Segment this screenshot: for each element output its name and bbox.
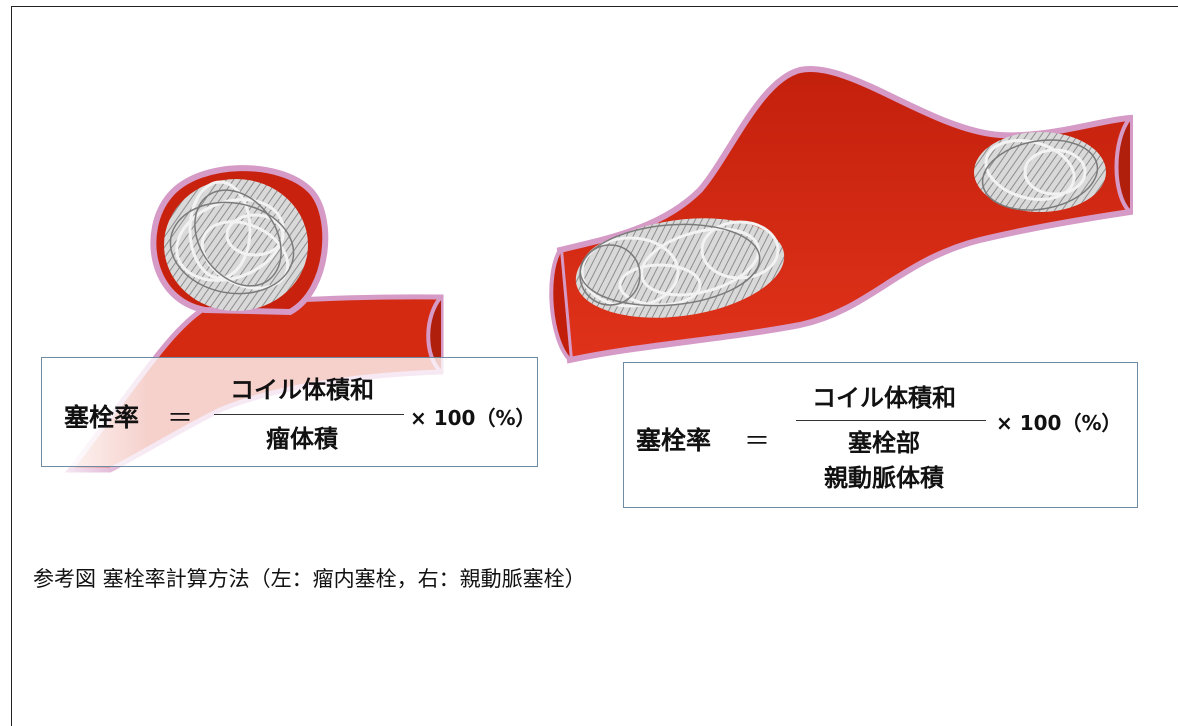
right-formula-equals: ＝ [744, 427, 771, 457]
left-formula-box: 塞栓率 ＝ コイル体積和 瘤体積 × 100（%） [41, 357, 538, 467]
left-formula-fraction-bar [214, 414, 404, 415]
figure-frame [11, 6, 1178, 726]
left-formula-multiplier: × 100（%） [410, 406, 536, 430]
illustration [40, 66, 1133, 480]
right-formula-denominator-line1: 塞栓部 [848, 429, 920, 457]
left-formula-lhs: 塞栓率 [64, 403, 140, 432]
left-formula-numerator: コイル体積和 [230, 376, 374, 404]
right-formula-lhs: 塞栓率 [636, 426, 712, 455]
right-formula-box: 塞栓率 ＝ コイル体積和 塞栓部 親動脈体積 × 100（%） [623, 362, 1138, 508]
right-formula-numerator: コイル体積和 [812, 384, 956, 412]
right-parent-artery-illustration [549, 66, 1133, 364]
right-formula-multiplier: × 100（%） [996, 411, 1122, 435]
figure-caption: 参考図 塞栓率計算方法（左：瘤内塞栓，右：親動脈塞栓） [33, 567, 586, 591]
right-formula-fraction-bar [796, 420, 986, 421]
left-formula-denominator: 瘤体積 [266, 425, 338, 453]
right-formula-denominator-line2: 親動脈体積 [824, 464, 944, 492]
left-formula-equals: ＝ [167, 404, 194, 434]
